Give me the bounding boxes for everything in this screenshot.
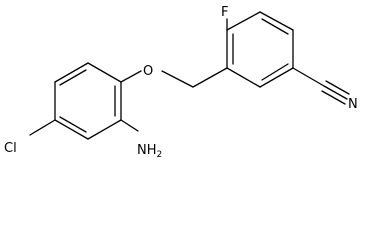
bond: [54, 119, 89, 140]
bond: [87, 119, 122, 140]
double-bond-inner: [59, 69, 87, 86]
amine-nh: NH: [137, 143, 157, 158]
amine-label: NH2: [137, 143, 162, 159]
bond: [226, 67, 261, 88]
amine-subscript: 2: [157, 150, 163, 159]
bond-c-n: [120, 119, 139, 132]
bond: [226, 11, 261, 31]
bond: [87, 62, 122, 83]
bond-c-cn: [292, 67, 325, 87]
triple-bond: [325, 80, 350, 95]
chemical-structure: F N O NH2 Cl: [4, 5, 358, 159]
double-bond-inner: [59, 116, 87, 133]
benzonitrile-ring: [226, 11, 294, 88]
bond-ch2-o: [161, 70, 194, 88]
double-bond-inner: [261, 63, 289, 81]
triple-bond: [323, 85, 348, 100]
double-bond-inner: [261, 18, 289, 35]
oxygen-label: O: [143, 64, 153, 79]
bond: [259, 11, 294, 31]
bond: [54, 62, 89, 83]
nitrogen-label: N: [348, 97, 358, 112]
bond-o-ring: [120, 70, 142, 83]
bond-c-cl: [29, 119, 56, 136]
bond-ring-ch2: [192, 67, 228, 88]
bond: [259, 67, 294, 88]
chlorine-label: Cl: [4, 141, 17, 156]
chloroaniline-ring: [54, 62, 122, 140]
fluorine-label: F: [221, 5, 228, 20]
triple-bond: [321, 90, 346, 105]
